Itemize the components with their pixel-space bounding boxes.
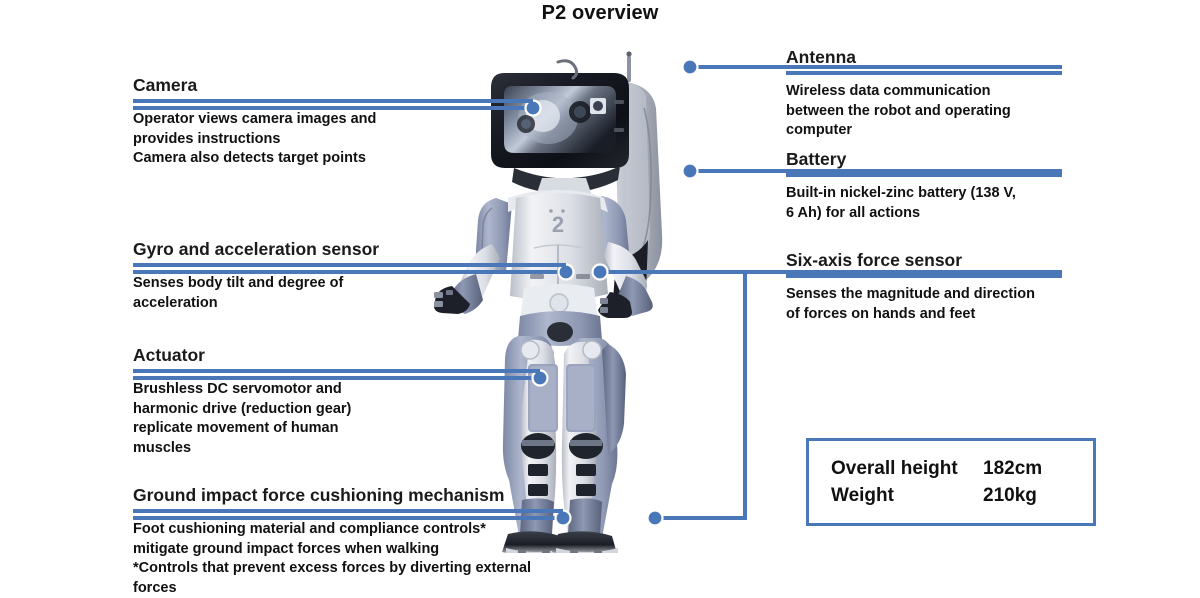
- callout-camera-heading: Camera: [133, 75, 198, 95]
- spec-weight-label: Weight: [831, 485, 894, 506]
- callout-antenna: Antenna Wireless data communication betw…: [786, 46, 1062, 141]
- callout-ground-impact-rule: [133, 509, 563, 513]
- callout-battery-rule: [786, 173, 1062, 177]
- callout-antenna-heading: Antenna: [786, 47, 856, 67]
- callout-camera: Camera Operator views camera images and …: [133, 74, 533, 169]
- spec-row-weight: Weight 210kg: [831, 482, 1071, 509]
- callout-battery-body: Built-in nickel-zinc battery (138 V, 6 A…: [786, 185, 1016, 221]
- callout-force-sensor: Six-axis force sensor Senses the magnitu…: [786, 249, 1062, 324]
- callout-ground-impact-body: Foot cushioning material and compliance …: [133, 521, 532, 596]
- callout-battery-heading: Battery: [786, 149, 847, 169]
- callout-force-sensor-rule: [786, 274, 1062, 278]
- chest-marking: 2: [552, 212, 564, 237]
- callout-ground-impact: Ground impact force cushioning mechanism…: [133, 484, 563, 598]
- callout-actuator-heading: Actuator: [133, 345, 205, 365]
- callout-gyro-heading: Gyro and acceleration sensor: [133, 239, 380, 259]
- callout-actuator-body: Brushless DC servomotor and harmonic dri…: [133, 381, 352, 456]
- callout-gyro-rule: [133, 263, 566, 267]
- callout-camera-body: Operator views camera images and provide…: [133, 111, 377, 166]
- page-title: P2 overview: [541, 2, 659, 24]
- spec-row-height: Overall height 182cm: [831, 455, 1071, 482]
- callout-force-sensor-body: Senses the magnitude and direction of fo…: [786, 286, 1035, 322]
- callout-antenna-rule: [786, 71, 1062, 75]
- spec-height-label: Overall height: [831, 458, 958, 479]
- callout-antenna-body: Wireless data communication between the …: [786, 83, 1011, 138]
- callout-actuator-rule: [133, 369, 540, 373]
- callout-actuator: Actuator Brushless DC servomotor and har…: [133, 344, 540, 458]
- callout-ground-impact-heading: Ground impact force cushioning mechanism: [133, 485, 505, 505]
- callout-battery: Battery Built-in nickel-zinc battery (13…: [786, 148, 1062, 223]
- specifications-box: Overall height 182cm Weight 210kg: [806, 438, 1096, 526]
- callout-gyro-body: Senses body tilt and degree of accelerat…: [133, 275, 344, 311]
- callout-force-sensor-heading: Six-axis force sensor: [786, 250, 963, 270]
- callout-gyro: Gyro and acceleration sensor Senses body…: [133, 238, 566, 313]
- diagram-canvas: P2 overview: [133, 2, 1096, 596]
- spec-weight-value: 210kg: [983, 485, 1037, 506]
- callout-camera-rule: [133, 99, 533, 103]
- spec-height-value: 182cm: [983, 458, 1043, 479]
